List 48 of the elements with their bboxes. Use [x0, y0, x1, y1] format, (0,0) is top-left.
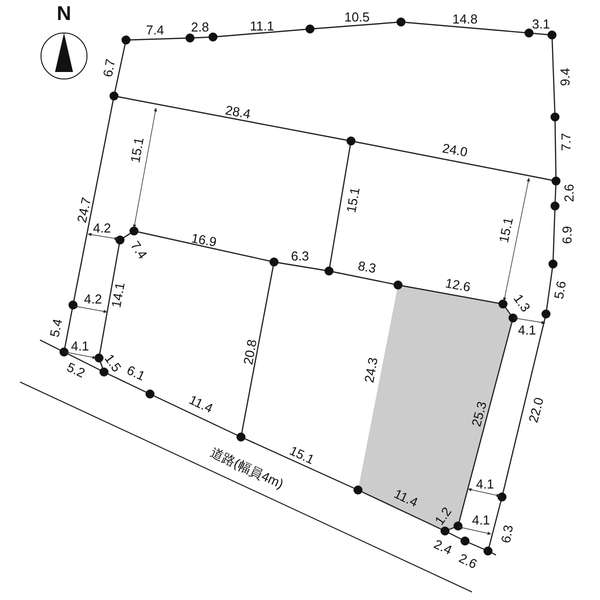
dimension-value: 14.8	[452, 12, 478, 26]
dimension-value: 6.3	[290, 250, 310, 262]
dimension-value: 16.9	[190, 231, 218, 249]
dimension-value: 4.1	[518, 324, 536, 336]
dimension-value: 12.6	[444, 276, 472, 294]
dimension-value: 15.1	[497, 216, 515, 244]
dimension-value: 1.3	[512, 292, 532, 314]
dimension-value: 15.1	[128, 136, 146, 164]
dimension-value: 1.2	[432, 504, 454, 528]
dimension-value: 道路(幅員4m)	[208, 445, 286, 491]
dimension-value: 11.4	[392, 486, 420, 510]
dimension-value: 2.8	[190, 20, 210, 34]
dimension-value: 8.3	[356, 259, 378, 275]
dimension-value: 4.1	[476, 478, 494, 490]
dimension-value: 28.4	[224, 103, 252, 121]
dimension-value: 10.5	[344, 10, 370, 24]
dimension-value: 4.2	[84, 292, 102, 306]
dimension-value: 4.2	[92, 222, 112, 234]
dimension-value: 20.8	[241, 338, 259, 366]
dimension-value: 15.1	[344, 186, 362, 214]
dimension-value: 11.4	[187, 392, 215, 416]
dimension-value: 4.1	[70, 340, 90, 352]
dimension-value: 14.1	[109, 281, 127, 309]
dimension-value: 24.3	[362, 356, 380, 384]
dimension-value: 4.1	[472, 514, 490, 526]
dimension-value: 6.9	[560, 226, 574, 244]
dimension-value: 22.0	[526, 396, 546, 424]
dimension-value: 24.0	[441, 141, 469, 159]
dimension-value: 7.4	[128, 238, 150, 262]
north-label: N	[56, 4, 72, 24]
dimension-value: 5.6	[552, 280, 568, 300]
dimension-value: 6.7	[101, 58, 117, 78]
dimension-value: 9.4	[558, 68, 572, 86]
dimension-value: 15.1	[288, 444, 316, 466]
dimension-value: 3.1	[532, 18, 550, 30]
dimension-value: 11.1	[250, 20, 274, 32]
dimension-value: 1.5	[102, 352, 124, 374]
dimension-value: 25.3	[469, 400, 489, 428]
dimension-value: 6.3	[499, 524, 515, 544]
dimension-value: 2.4	[432, 537, 454, 557]
dimension-value: 6.1	[125, 363, 147, 383]
dimension-value: 5.4	[48, 318, 64, 338]
dimension-value: 7.7	[560, 132, 572, 152]
dimension-value: 7.4	[146, 24, 164, 36]
dimension-value: 2.6	[457, 551, 479, 571]
dimension-value: 2.6	[562, 184, 576, 202]
dimension-value: 5.2	[65, 360, 87, 380]
dimension-value: 24.7	[75, 196, 93, 224]
